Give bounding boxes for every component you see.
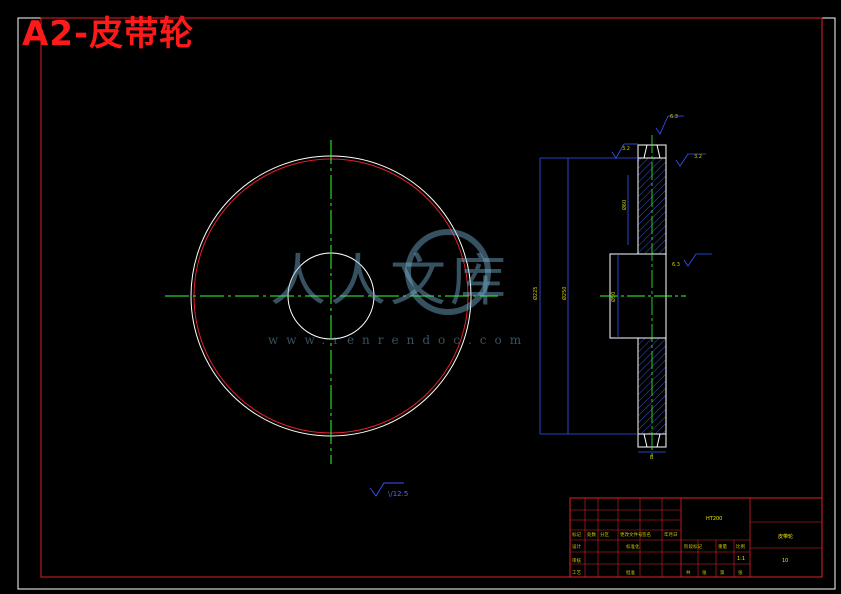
- sheet-inner-frame: [40, 17, 823, 578]
- tb-design: 设计: [572, 543, 581, 550]
- dim-width: B: [650, 455, 654, 461]
- tb-label-3: 更改文件号: [620, 531, 643, 538]
- tb-sheet-2: 第: [720, 569, 725, 576]
- dim-bore: Ø50: [610, 292, 617, 302]
- title-block: 标记 处数 分区 更改文件号 签名 年月日 设计 标准化 审核 工艺 批准 HT…: [569, 497, 823, 578]
- drawing-title: A2-皮带轮: [22, 14, 195, 54]
- tb-sheet-3: 张: [738, 569, 743, 576]
- tb-label-2: 分区: [600, 531, 609, 538]
- roughness-note: \/12.5: [369, 482, 408, 498]
- dim-hub: Ø60: [621, 200, 628, 210]
- tb-review: 审核: [572, 557, 581, 564]
- section-view: Ø225 Ø250 Ø50 Ø60 B 3.2 6.3 3.2 6.3: [532, 114, 712, 461]
- tb-label-1: 处数: [587, 531, 596, 538]
- tb-stage-0: 阶段标记: [684, 543, 702, 550]
- rough-d: 6.3: [672, 262, 680, 268]
- tb-label-0: 标记: [572, 531, 581, 538]
- tb-drawing-no: 10: [782, 558, 788, 564]
- tb-stage-1: 重量: [718, 543, 727, 550]
- tb-approve: 批准: [626, 569, 635, 576]
- rough-c: 3.2: [694, 154, 702, 160]
- tb-scale: 1:1: [737, 556, 745, 562]
- tb-label-4: 签名: [642, 531, 651, 538]
- rough-a: 3.2: [622, 146, 630, 152]
- watermark-logo: 人人文库: [270, 249, 510, 314]
- dim-main: Ø250: [561, 287, 568, 300]
- watermark: 人人文库 www.renrendoc.com: [268, 229, 529, 347]
- tb-sheet-0: 共: [686, 569, 691, 576]
- tb-label-5: 年月日: [664, 531, 678, 538]
- tb-standard: 标准化: [626, 543, 640, 550]
- dim-outer: Ø225: [532, 287, 539, 300]
- rough-b: 6.3: [670, 114, 678, 120]
- front-view: [165, 140, 498, 464]
- tb-process: 工艺: [572, 570, 581, 576]
- roughness-note-text: \/12.5: [388, 490, 408, 498]
- tb-material: HT200: [706, 516, 722, 522]
- tb-sheet-1: 张: [702, 569, 707, 576]
- tb-part-name: 皮带轮: [778, 533, 793, 540]
- watermark-url: www.renrendoc.com: [268, 333, 529, 347]
- tb-stage-2: 比例: [736, 543, 745, 550]
